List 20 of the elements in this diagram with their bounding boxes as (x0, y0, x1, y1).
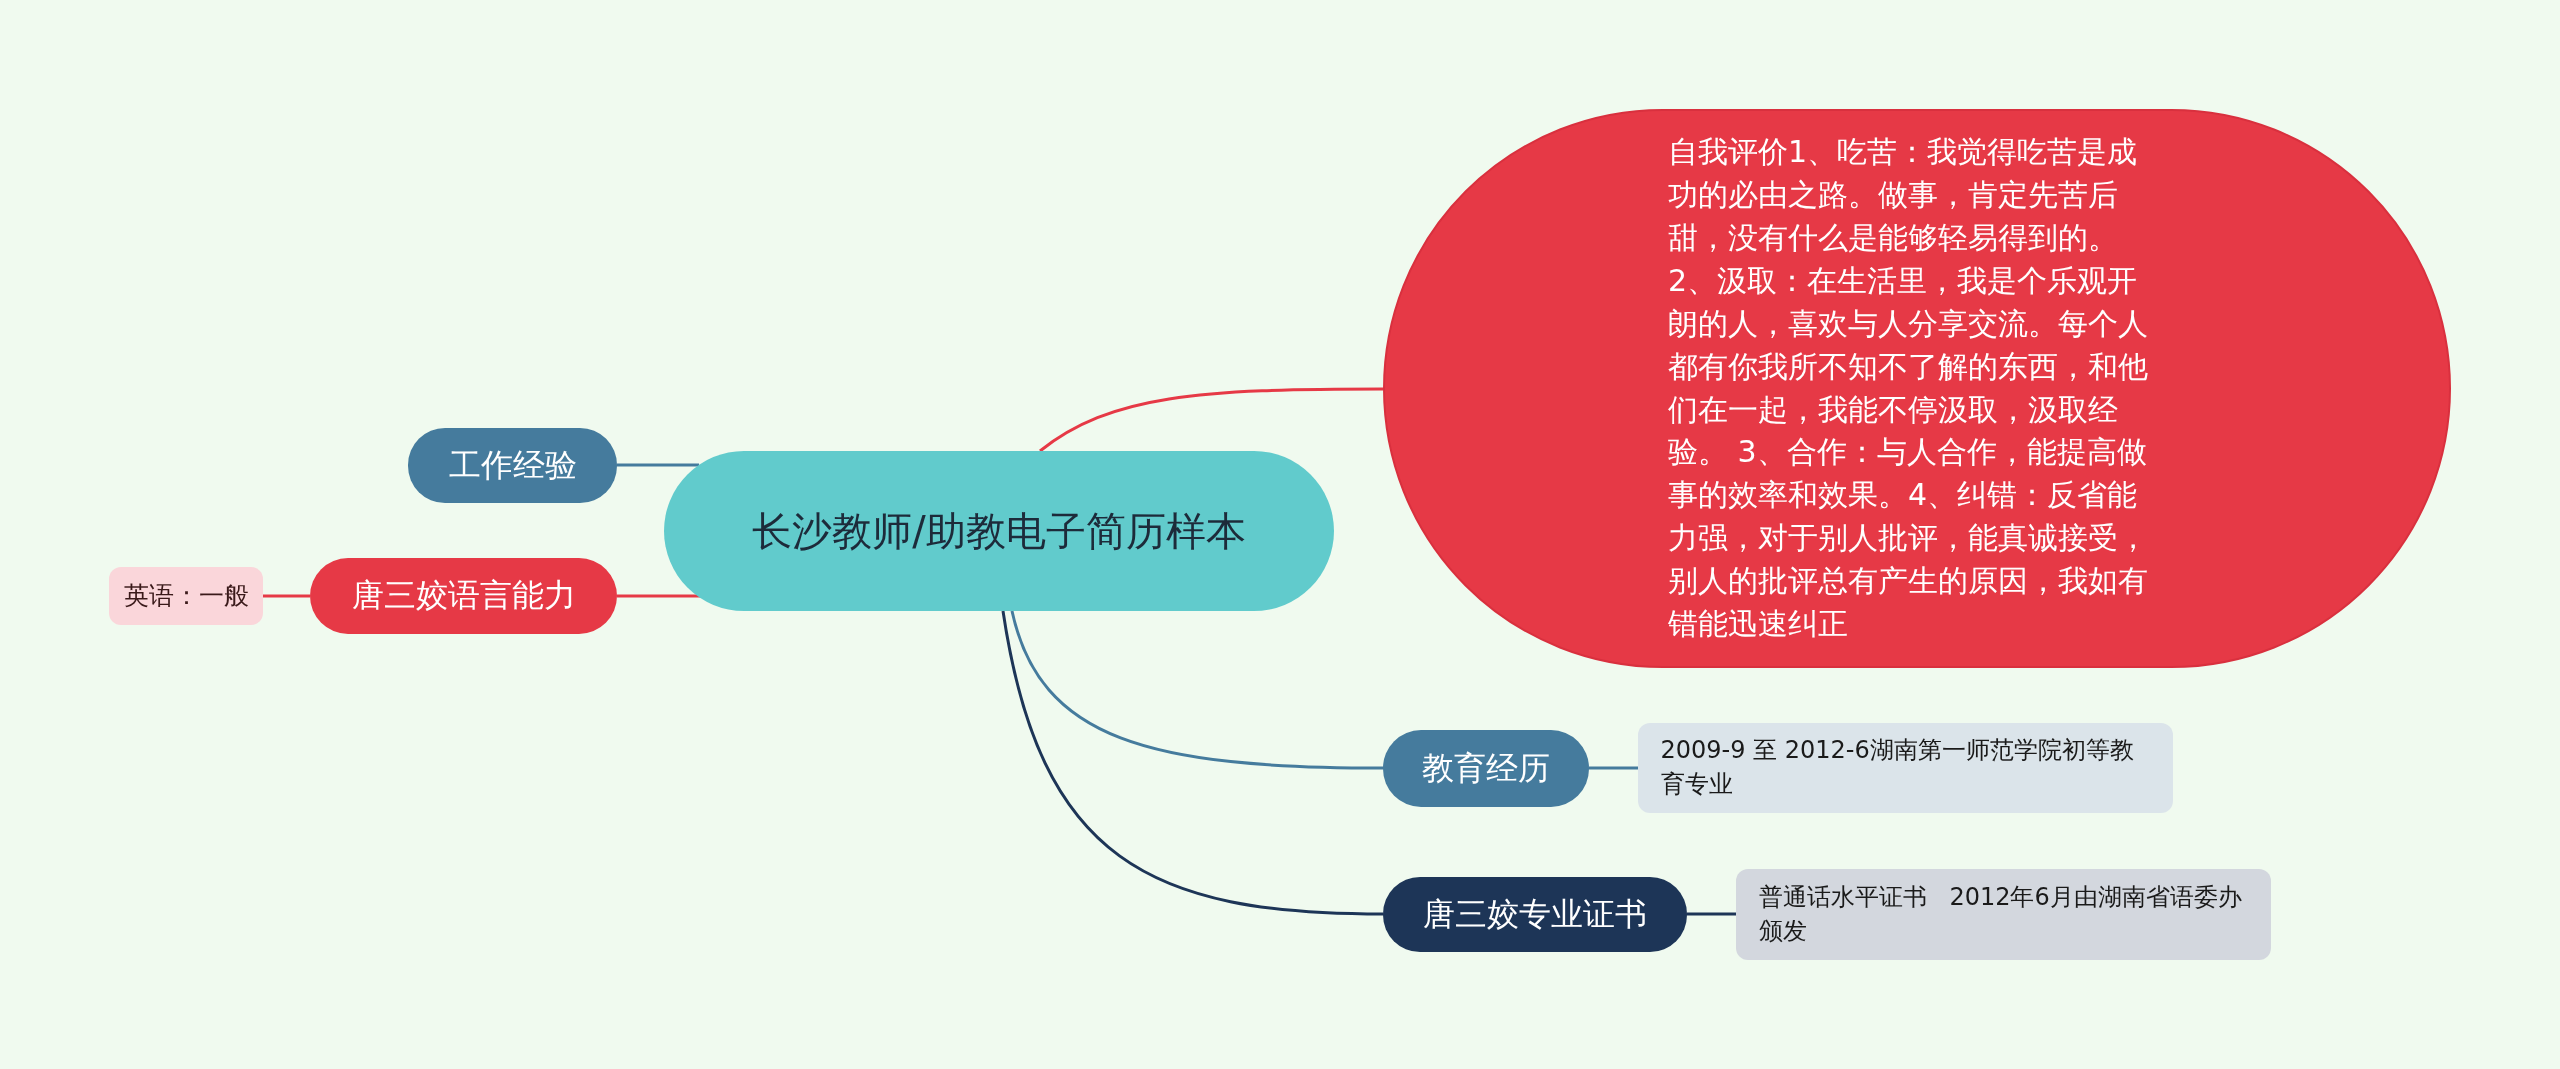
note-text: 2009-9 至 2012-6湖南第一师范学院初等教育专业 (1660, 735, 2135, 800)
note-text: 自我评价1、吃苦：我觉得吃苦是成功的必由之路。做事，肯定先苦后甜，没有什么是能够轻易得到的。2、汲取：在生活里，我是个乐观开朗的人，喜欢与人分享交流。每个人都有你我所不知不了解的东西，和他们在一起，我能不停汲取，汲取经验。 3、合作：与人合作，能提高做事的效率和效果。4、纠错：反省能力强，对于别人批评，能真诚接受，别人的批评总有产生的原因，我如有错能迅速纠正 (1668, 133, 2149, 643)
note-text: 普通话水平证书 2012年6月由湖南省语委办颁发 (1758, 881, 2243, 947)
connector-line (1001, 610, 1384, 916)
connector-line (1687, 912, 1736, 916)
branch-label: 工作经验 (448, 444, 577, 486)
leaf-box (1638, 723, 2173, 813)
connector-line (617, 594, 700, 598)
topic-text: 长沙教师/助教电子简历样本 (752, 507, 1246, 556)
connector-line (617, 463, 699, 467)
branch-label: 教育经历 (1422, 747, 1550, 789)
note-text: 英语：一般 (123, 579, 249, 612)
connector-line (1039, 387, 1383, 453)
connector-line (263, 594, 310, 598)
branch-label: 唐三姣专业证书 (1423, 893, 1647, 935)
connector-line (1010, 610, 1383, 770)
leaf-box (109, 567, 263, 625)
connector-line (1589, 766, 1638, 770)
branch-label: 唐三姣语言能力 (351, 575, 576, 617)
leaf-box (1736, 869, 2271, 960)
